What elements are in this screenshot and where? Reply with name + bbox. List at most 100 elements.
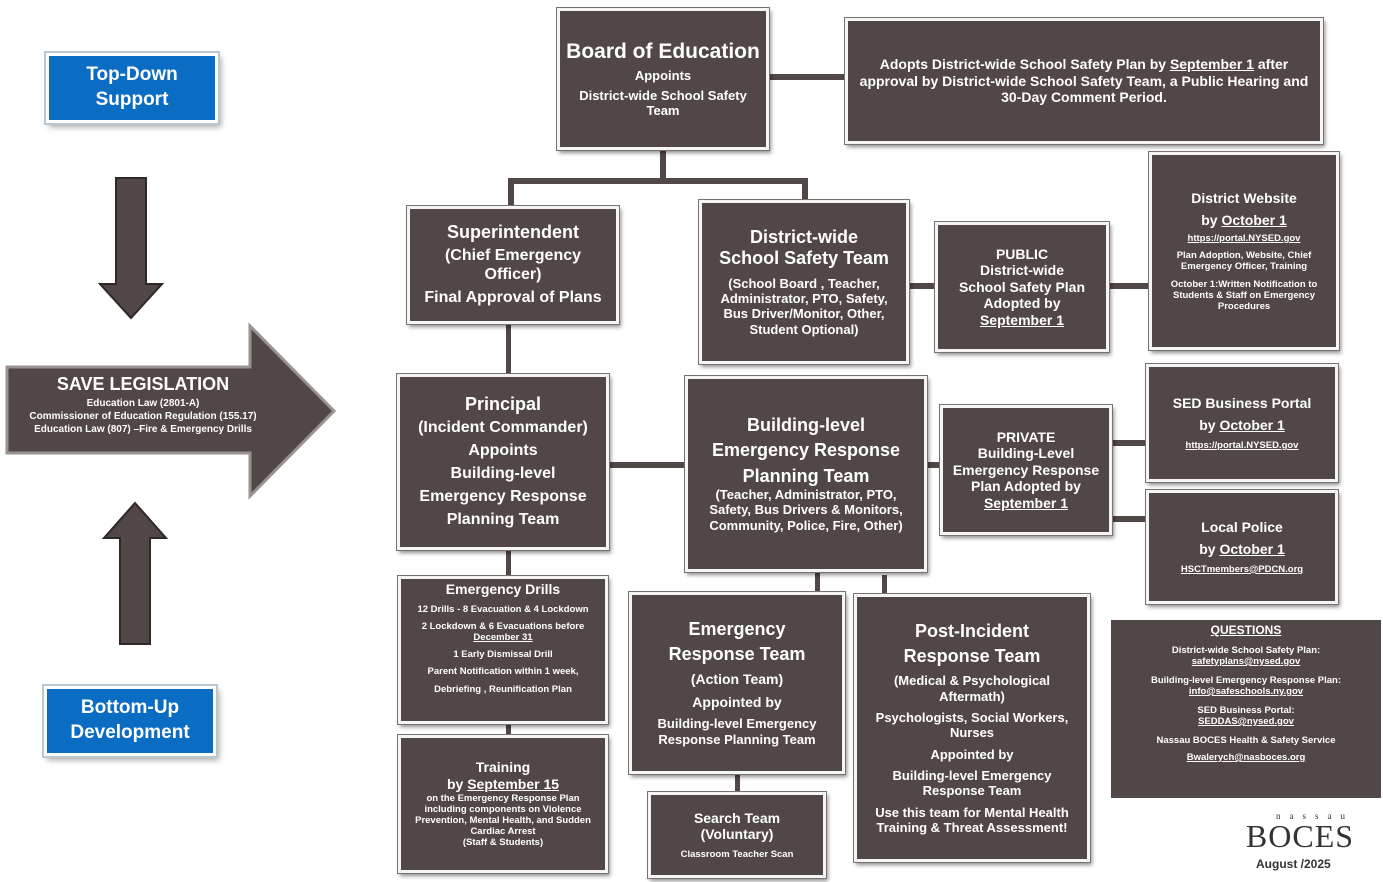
training-by-prefix: by (446, 775, 468, 792)
connector (735, 771, 740, 795)
building-team-title: Planning Team (742, 465, 870, 486)
training-line: Prevention, Mental Health, and Sudden (415, 814, 591, 826)
post-line: Response Team (922, 783, 1022, 799)
board-line: Appoints (634, 68, 692, 84)
post-line: Building-level Emergency (892, 767, 1052, 783)
drills-line: 12 Drills - 8 Evacuation & 4 Lockdown (417, 603, 589, 615)
ert-sub: (Action Team) (690, 671, 784, 688)
sed-url[interactable]: https://portal.NYSED.gov (1185, 439, 1299, 451)
question-label: Nassau BOCES Health & Safety Service (1156, 735, 1336, 746)
legislation-line: Education Law (2801-A) (86, 398, 200, 409)
public-line: PUBLIC (995, 245, 1049, 262)
down-arrow-icon (97, 177, 165, 320)
district-team-line: (School Board , Teacher, (728, 275, 880, 291)
post-incident-team-box: Post-Incident Response Team (Medical & P… (853, 593, 1091, 863)
post-line: (Medical & Psychological (893, 673, 1051, 689)
board-of-education-box: Board of Education Appoints District-wid… (556, 7, 770, 151)
search-team-box: Search Team (Voluntary) Classroom Teache… (647, 791, 827, 879)
top-down-line-2: Support (95, 89, 169, 110)
sed-date: October 1 (1219, 417, 1285, 434)
private-line: Emergency Response (952, 461, 1100, 478)
bottom-up-development-label: Bottom-Up Development (42, 684, 218, 758)
logo-boces: BOCES (1245, 818, 1355, 854)
website-note: Plan Adoption, Website, Chief Emergency … (1176, 250, 1312, 273)
website-url[interactable]: https://portal.NYSED.gov (1187, 232, 1301, 244)
principal-line: Building-level (450, 465, 556, 483)
principal-line: Emergency Response (419, 488, 587, 506)
public-line: Adopted by (983, 295, 1061, 312)
post-line: Training & Threat Assessment! (876, 819, 1068, 835)
question-email[interactable]: safetyplans@nysed.gov (1191, 656, 1301, 667)
question-email[interactable]: info@safeschools.ny.gov (1188, 686, 1304, 697)
logo-nassau: nassau (1276, 811, 1354, 821)
website-by-prefix: by (1201, 212, 1222, 229)
emergency-response-team-box: Emergency Response Team (Action Team) Ap… (628, 591, 846, 775)
connector (1110, 440, 1148, 446)
boces-logo: nassau BOCES (1240, 812, 1360, 856)
question-label: District-wide School Safety Plan: (1171, 645, 1321, 656)
district-website-box: District Website by October 1 https://po… (1148, 151, 1340, 351)
questions-box: QUESTIONS District-wide School Safety Pl… (1111, 620, 1381, 798)
drills-line: 2 Lockdown & 6 Evacuations before (421, 620, 585, 632)
private-date: September 1 (983, 494, 1069, 511)
website-note: October 1:Written Notification to Studen… (1170, 278, 1318, 312)
building-team-box: Building-level Emergency Response Planni… (684, 375, 928, 573)
legislation-arrow-icon (5, 322, 337, 500)
district-team-line: Student Optional) (749, 321, 859, 337)
connector (802, 178, 808, 202)
question-email[interactable]: Bwalerych@nasboces.org (1186, 752, 1306, 763)
question-label: SED Business Portal: (1197, 705, 1295, 716)
principal-line: Appoints (468, 442, 538, 460)
connector (660, 150, 666, 182)
principal-title: Principal (464, 394, 542, 415)
police-by: by October 1 (1199, 541, 1285, 558)
training-line: on the Emergency Response Plan (426, 792, 580, 804)
building-team-title: Building-level (746, 415, 865, 436)
post-title: Post-Incident (914, 620, 1029, 641)
legislation-line: Commissioner of Education Regulation (15… (29, 411, 257, 422)
superintendent-line: (Chief Emergency (444, 247, 582, 265)
training-line: including components on Violence (424, 803, 582, 815)
principal-line: (Incident Commander) (418, 419, 588, 437)
building-team-line: Community, Police, Fire, Other) (709, 517, 903, 533)
building-team-line: (Teacher, Administrator, PTO, (715, 486, 897, 502)
website-by: by October 1 (1201, 212, 1287, 229)
bottom-up-line-2: Development (70, 722, 190, 743)
sed-by-prefix: by (1199, 417, 1220, 434)
connector (506, 549, 511, 579)
website-title: District Website (1191, 189, 1297, 206)
post-line: Nurses (949, 725, 995, 741)
police-email[interactable]: HSCTmembers@PDCN.org (1180, 563, 1304, 575)
public-line: District-wide (979, 262, 1064, 279)
superintendent-line: Final Approval of Plans (424, 289, 602, 307)
connector (1110, 516, 1148, 522)
training-by: by September 15 (447, 776, 559, 793)
connector (508, 178, 808, 184)
connector (508, 178, 514, 208)
top-down-support-label: Top-Down Support (44, 51, 220, 125)
local-police-box: Local Police by October 1 HSCTmembers@PD… (1145, 489, 1339, 605)
police-title: Local Police (1201, 518, 1283, 535)
top-down-line-1: Top-Down (86, 64, 178, 86)
legislation-title: SAVE LEGISLATION (56, 374, 230, 394)
question-label: Building-level Emergency Response Plan: (1150, 675, 1342, 686)
adopts-plan-box: Adopts District-wide School Safety Plan … (844, 17, 1324, 145)
building-team-title: Emergency Response (711, 440, 901, 461)
principal-box: Principal (Incident Commander) Appoints … (396, 373, 610, 551)
question-email[interactable]: SEDDAS@nysed.gov (1198, 716, 1294, 727)
training-title: Training (475, 759, 531, 776)
police-date: October 1 (1219, 541, 1285, 558)
ert-line: Building-level Emergency (657, 716, 817, 732)
drills-date: December 31 (473, 631, 533, 643)
connector (608, 462, 688, 468)
search-sub: Classroom Teacher Scan (680, 848, 794, 860)
ert-title: Response Team (668, 644, 806, 665)
superintendent-line: Officer) (484, 266, 542, 284)
search-title: Search Team (693, 809, 781, 826)
ert-appointed: Appointed by (692, 693, 782, 710)
district-team-title: School Safety Team (719, 248, 889, 269)
drills-title: Emergency Drills (445, 581, 561, 597)
up-arrow-icon (101, 501, 169, 645)
training-line: (Staff & Students) (462, 837, 544, 849)
building-team-line: Safety, Bus Drivers & Monitors, (709, 502, 903, 518)
